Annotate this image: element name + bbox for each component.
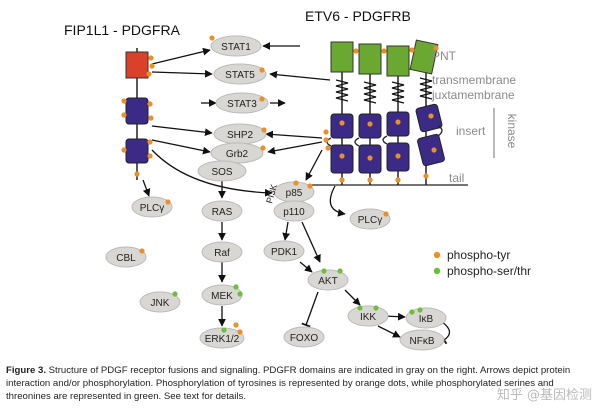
caption-text: Structure of PDGF receptor fusions and s… xyxy=(6,365,571,402)
node-label: Raf xyxy=(214,248,230,259)
label-juxtamembrane: juxtamembrane xyxy=(431,88,515,102)
node-label: Grb2 xyxy=(226,149,249,160)
label-insert: insert xyxy=(456,124,486,138)
node-label: STAT5 xyxy=(225,70,255,81)
pnt-domain xyxy=(330,41,354,73)
node-foxo: FOXO xyxy=(283,326,325,348)
phospho-ser-thr-dots xyxy=(172,268,423,333)
receptor-chain-4 xyxy=(409,39,445,185)
domain-labels: PNT transmembrane juxtamembrane insert k… xyxy=(431,49,519,185)
protein-nodes: STAT1 STAT5 STAT3 SHP2 Grb2 SOS p85 p11 xyxy=(105,35,447,351)
label-transmembrane: transmembrane xyxy=(432,73,516,87)
node-label: STAT1 xyxy=(221,42,251,53)
legend: phospho-tyr phospho-ser/thr xyxy=(433,248,531,278)
node-erk: ERK1/2 xyxy=(199,327,245,349)
node-label: SOS xyxy=(211,167,232,178)
pnt-domain xyxy=(358,43,382,75)
fip1l1-pdgfra-receptor xyxy=(125,48,149,180)
node-stat3: STAT3 xyxy=(215,92,269,114)
legend-phospho-tyr-label: phospho-tyr xyxy=(447,248,510,262)
pnt-domain xyxy=(409,39,439,75)
caption-label: Figure 3. xyxy=(6,365,46,376)
node-shp2: SHP2 xyxy=(213,123,267,145)
fip1l1-domain xyxy=(125,51,149,79)
legend-phospho-tyr-dot xyxy=(433,251,441,259)
title-etv6-pdgfrb: ETV6 - PDGFRB xyxy=(305,8,411,24)
kinase-domain-upper xyxy=(125,97,149,125)
kinase-domain-lower xyxy=(125,138,149,164)
node-jnk: JNK xyxy=(139,291,181,313)
interaction-arrows xyxy=(142,42,451,345)
node-plcg-right: PLCγ xyxy=(349,208,391,230)
label-tail: tail xyxy=(449,171,464,185)
node-label: ERK1/2 xyxy=(205,334,240,345)
node-stat1: STAT1 xyxy=(210,35,262,57)
node-plcg-left: PLCγ xyxy=(131,196,173,218)
legend-phospho-ser-thr-dot xyxy=(433,267,441,275)
node-pdk1: PDK1 xyxy=(263,240,305,262)
node-akt: AKT xyxy=(307,269,349,291)
legend-phospho-ser-thr-label: phospho-ser/thr xyxy=(447,264,531,278)
node-label: STAT3 xyxy=(227,99,257,110)
node-label: JNK xyxy=(151,298,170,309)
node-ras: RAS xyxy=(201,200,243,222)
node-nfkb: NFκB xyxy=(399,329,445,351)
receptor-chain-2 xyxy=(358,43,382,185)
node-label: PLCγ xyxy=(358,215,382,226)
node-label: SHP2 xyxy=(227,130,254,141)
label-pnt: PNT xyxy=(432,49,457,63)
node-label: NFκB xyxy=(410,336,435,347)
watermark: 知乎 @基因检测 xyxy=(496,388,592,403)
title-fip1l1-pdgfra: FIP1L1 - PDGFRA xyxy=(64,22,181,38)
node-label: p110 xyxy=(283,207,305,218)
pi3k-label: PI3K xyxy=(264,183,279,204)
signaling-diagram: FIP1L1 - PDGFRA ETV6 - PDGFRB xyxy=(64,8,531,351)
phospho-tyr-dots xyxy=(121,35,439,335)
node-label: p85 xyxy=(286,188,303,199)
node-label: CBL xyxy=(116,253,136,264)
label-kinase: kinase xyxy=(505,114,519,149)
node-label: AKT xyxy=(318,276,337,287)
node-stat5: STAT5 xyxy=(213,63,267,85)
node-cbl: CBL xyxy=(105,246,147,268)
node-label: MEK xyxy=(211,291,233,302)
receptor-chain-3 xyxy=(386,45,410,185)
node-label: FOXO xyxy=(290,333,319,344)
node-label: PDK1 xyxy=(271,247,298,258)
node-label: IKK xyxy=(360,312,376,323)
node-grb2: Grb2 xyxy=(210,142,264,164)
node-label: RAS xyxy=(212,207,233,218)
node-label: IκB xyxy=(419,314,434,325)
node-p110: p110 xyxy=(273,200,315,222)
node-ikb: IκB xyxy=(405,307,447,329)
node-ikk: IKK xyxy=(347,305,389,327)
node-sos: SOS xyxy=(197,160,247,182)
node-label: PLCγ xyxy=(140,203,164,214)
node-mek: MEK xyxy=(201,284,243,306)
pnt-domain xyxy=(386,45,410,77)
node-raf: Raf xyxy=(201,241,243,263)
figure-caption: Figure 3. Structure of PDGF receptor fus… xyxy=(6,364,594,403)
receptor-chain-1 xyxy=(330,41,354,185)
